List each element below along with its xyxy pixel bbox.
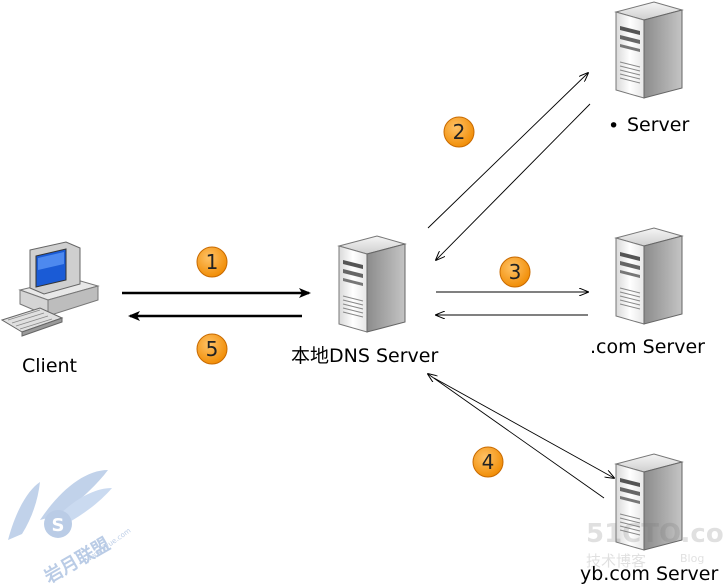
svg-text:1: 1	[206, 250, 219, 274]
51cto-blog-text: Blog	[680, 552, 704, 565]
arrow-step-4-query	[433, 377, 614, 478]
client-label: Client	[22, 355, 77, 377]
local-dns-label: 本地DNS Server	[291, 345, 438, 367]
svg-text:5: 5	[206, 337, 219, 361]
arrow-step-2-query	[427, 73, 588, 229]
step-badge-1: 1	[196, 246, 228, 278]
51cto-sub-text: 技术博客	[586, 552, 646, 570]
root-server-icon	[615, 1, 683, 99]
step-badge-4: 4	[472, 446, 504, 478]
wings-logo-s-icon	[44, 510, 72, 538]
51cto-watermark: 51CTO.com 技术博客 Blog	[586, 519, 723, 570]
arrow-step-2-reply	[436, 103, 591, 260]
51cto-logo-text: 51CTO.com	[586, 519, 723, 549]
svg-text:3: 3	[509, 260, 522, 284]
svg-text:4: 4	[482, 450, 495, 474]
client-computer-icon	[0, 241, 100, 337]
step-badge-2: 2	[443, 116, 475, 148]
arrow-step-4-reply	[428, 374, 605, 499]
arrows	[122, 73, 614, 499]
svg-text:S: S	[52, 515, 65, 536]
com-server-label: .com Server	[590, 336, 705, 358]
wings-logo-watermark: S 岩月联盟 www.5yue.com	[8, 470, 133, 586]
step-badge-3: 3	[499, 256, 531, 288]
root-server-dot: •	[608, 115, 619, 137]
step-badge-5: 5	[196, 333, 228, 365]
yb-server-label: yb.com Server	[580, 563, 718, 585]
root-server-label: Server	[627, 114, 689, 136]
wings-logo-text: 岩月联盟	[40, 533, 114, 586]
step-badges: 1 2 3 4 5	[196, 116, 531, 478]
local-dns-server-icon	[338, 235, 406, 333]
com-server-icon	[615, 227, 683, 325]
svg-text:2: 2	[453, 120, 466, 144]
